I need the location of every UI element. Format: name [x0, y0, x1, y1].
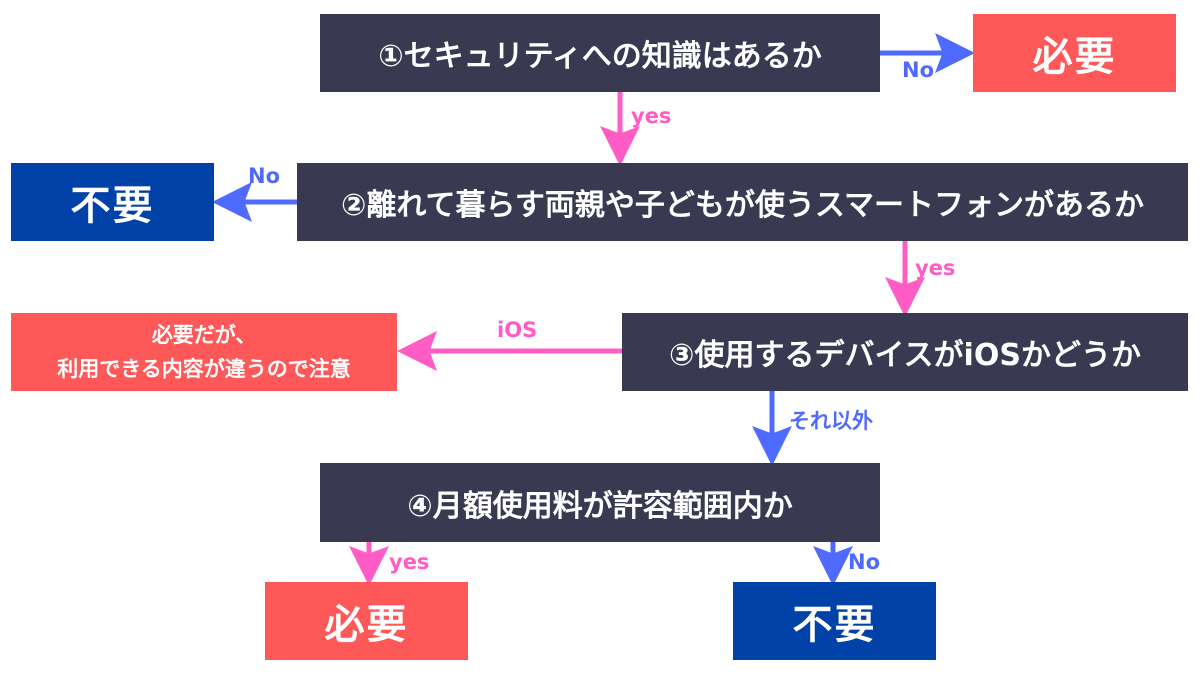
result-q3-note-line2: 利用できる内容が違うので注意	[57, 357, 351, 381]
question-2-text: ②離れて暮らす両親や子どもが使うスマートフォンがあるか	[341, 188, 1144, 223]
label-q4-no: No	[848, 550, 881, 574]
question-4-text: ④月額使用料が許容範囲内か	[407, 488, 793, 524]
label-q4-yes: yes	[389, 550, 430, 574]
result-q3-ios-note: 必要だが、 利用できる内容が違うので注意	[11, 313, 397, 391]
result-q4-not-required: 不要	[733, 582, 936, 660]
result-q1-required: 必要	[973, 14, 1176, 92]
label-q2-yes: yes	[915, 256, 956, 280]
result-q4-required-text: 必要	[324, 602, 409, 648]
label-q2-no: No	[248, 164, 281, 188]
result-q4-not-required-text: 不要	[792, 602, 877, 648]
result-q3-note-line1: 必要だが、	[151, 323, 257, 347]
question-3-box: ③使用するデバイスがiOSかどうか	[622, 313, 1188, 391]
question-4-box: ④月額使用料が許容範囲内か	[320, 463, 880, 542]
question-1-box: ①セキュリティへの知識はあるか	[320, 14, 880, 92]
question-3-text: ③使用するデバイスがiOSかどうか	[669, 338, 1141, 373]
result-q2-not-required: 不要	[11, 163, 214, 241]
label-q3-other: それ以外	[789, 409, 873, 433]
result-q4-required: 必要	[265, 582, 468, 660]
result-q1-required-text: 必要	[1032, 34, 1117, 80]
label-q1-no: No	[902, 58, 935, 82]
label-q1-yes: yes	[631, 104, 672, 128]
label-q3-ios: iOS	[497, 318, 538, 342]
question-1-text: ①セキュリティへの知識はあるか	[378, 39, 822, 74]
question-2-box: ②離れて暮らす両親や子どもが使うスマートフォンがあるか	[297, 163, 1188, 241]
result-q2-not-required-text: 不要	[70, 183, 155, 229]
